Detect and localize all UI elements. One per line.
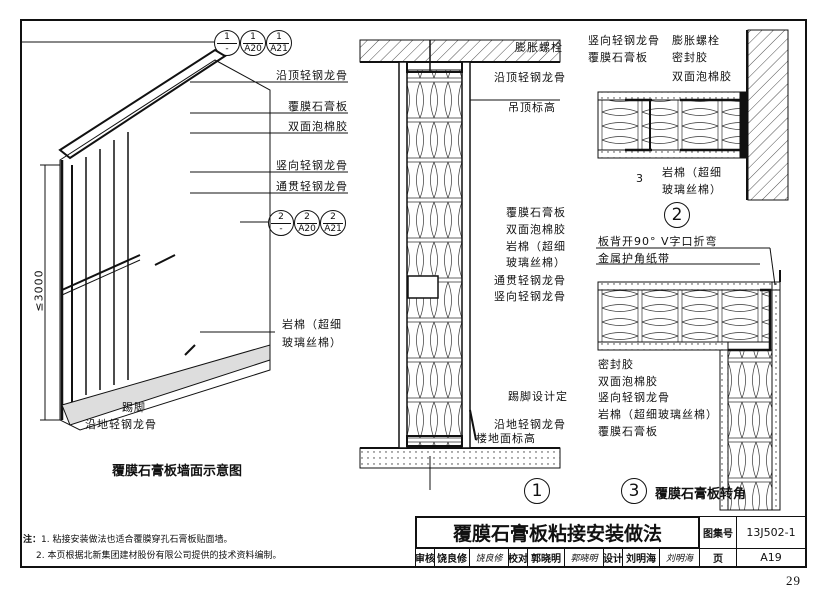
reviewer-signature: 饶良修 [469,548,509,567]
detail-number-1: 1 [524,478,550,504]
d3-label-tape: 双面泡棉胶 [598,375,658,388]
d3-label-vgroove: 板背开90° V字口折弯 [598,235,718,248]
d1-label-floor-track: 沿地轻钢龙骨 [494,418,566,431]
d1-label-anchor: 膨胀螺栓 [515,41,563,54]
designer-name: 刘明海 [622,548,660,567]
d2-gap-dimension: 3 [636,172,644,185]
overview-label-floor-track: 沿地轻钢龙骨 [85,418,157,431]
d2-label-vertical-stud: 竖向轻钢龙骨 [588,34,660,47]
d1-label-floor-level: 楼地面标高 [476,432,536,445]
detail-3-section [596,247,781,511]
d1-label-board: 覆膜石膏板 [506,206,566,219]
overview-label-wool-2: 玻璃丝棉） [282,336,342,349]
overview-caption: 覆膜石膏板墙面示意图 [112,464,243,479]
designer-signature: 刘明海 [659,548,700,567]
overview-wall [20,41,348,431]
d1-label-ceiling-level: 吊顶标高 [508,101,556,114]
page-code: A19 [736,548,806,567]
d3-label-vertical-stud: 竖向轻钢龙骨 [598,391,670,404]
d2-label-board: 覆膜石膏板 [588,51,648,64]
d1-label-wool-2: 玻璃丝棉） [506,256,566,269]
detail-3-caption: 覆膜石膏板转角 [655,487,747,502]
detail-2-section [597,29,789,201]
checker-signature: 郭晓明 [564,548,604,567]
overview-label-through-channel: 通贯轻钢龙骨 [276,180,348,193]
ref-circle: 2- [268,210,294,236]
overview-label-skirting: 踢脚 [122,401,146,414]
page-label: 页 [699,548,737,567]
d2-label-sealant: 密封胶 [672,51,708,64]
reviewer-name: 饶良修 [434,548,470,567]
d3-label-wool: 岩棉（超细玻璃丝棉） [598,408,718,421]
d2-label-wool-2: 玻璃丝棉） [662,183,722,196]
d1-label-through-channel: 通贯轻钢龙骨 [494,274,566,287]
ref-circle: 1- [214,30,240,56]
note-1: 注：1. 粘接安装做法也适合覆膜穿孔石膏板贴面墙。 [23,535,233,545]
d2-label-anchor: 膨胀螺栓 [672,34,720,47]
d2-label-tape: 双面泡棉胶 [672,70,732,83]
detail-1-section [359,39,561,490]
d1-label-wool-1: 岩棉（超细 [506,240,566,253]
d1-label-tape: 双面泡棉胶 [506,223,566,236]
check-label: 校对 [508,548,528,567]
atlas-label: 图集号 [699,516,737,549]
d1-label-top-track: 沿顶轻钢龙骨 [494,71,566,84]
d3-label-corner-tape: 金属护角纸带 [598,252,670,265]
detail-number-2: 2 [664,202,690,228]
d1-label-vertical-stud: 竖向轻钢龙骨 [494,290,566,303]
d3-label-sealant: 密封胶 [598,358,634,371]
d2-label-wool-1: 岩棉（超细 [662,166,722,179]
checker-name: 郭晓明 [527,548,565,567]
note-prefix: 注： [23,535,42,545]
page-number: 29 [786,573,801,588]
overview-label-tape: 双面泡棉胶 [288,120,348,133]
d3-label-board: 覆膜石膏板 [598,425,658,438]
overview-label-wool-1: 岩棉（超细 [282,318,342,331]
atlas-number: 13J502-1 [736,516,806,549]
note-2: 2. 本页根据北新集团建材股份有限公司提供的技术资料编制。 [36,551,282,561]
design-label: 设计 [603,548,623,567]
overview-label-vertical-stud: 竖向轻钢龙骨 [276,159,348,172]
overview-label-top-track: 沿顶轻钢龙骨 [276,69,348,82]
d1-label-skirting: 踢脚设计定 [508,390,568,403]
overview-height-dimension: ≤3000 [32,269,46,312]
review-label: 审核 [415,548,435,567]
drawing-title: 覆膜石膏板粘接安装做法 [415,516,700,549]
overview-label-board: 覆膜石膏板 [288,100,348,113]
detail-number-3: 3 [621,478,647,504]
